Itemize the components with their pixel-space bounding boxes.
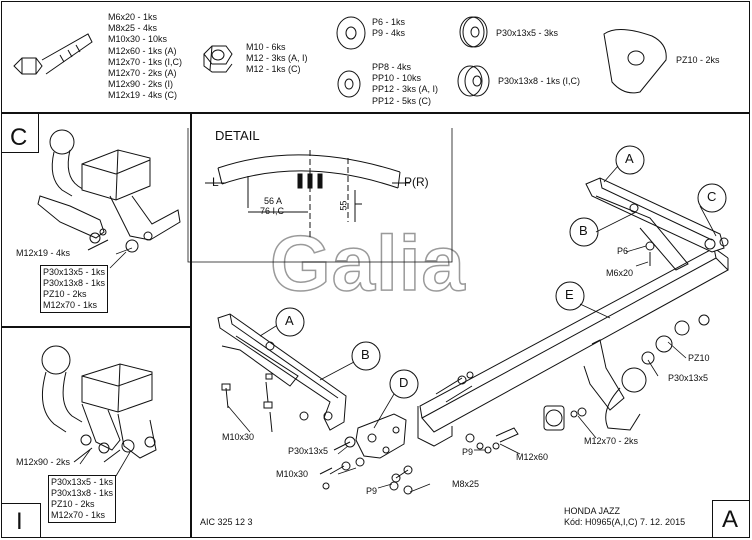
panel-c-letter: C <box>10 124 28 151</box>
label-m6x20: M6x20 <box>606 268 634 278</box>
label-m12x70: M12x70 - 2ks <box>584 436 639 446</box>
left-panel-split <box>2 326 191 328</box>
list-item: P30x13x5 - 1ks <box>43 267 106 277</box>
list-item: P30x13x8 - 1ks <box>51 488 114 498</box>
list-item: PP12 - 5ks (C) <box>372 95 432 106</box>
panel-i-parts-box: P30x13x5 - 1ks P30x13x8 - 1ks PZ10 - 2ks… <box>48 475 117 523</box>
label-p6: P6 <box>617 246 629 256</box>
footer-letter-box <box>712 500 749 501</box>
detail-title: DETAIL <box>215 128 260 143</box>
label-p30x13x5: P30x13x5 <box>668 373 709 383</box>
list-item: M12x70 - 1ks <box>51 510 106 520</box>
footer-code: Kód: H0965(A,I,C) 7. 12. 2015 <box>564 517 686 527</box>
list-item: M12x60 - 1ks (A) <box>108 45 177 56</box>
spacer-1-label: P30x13x5 - 3ks <box>496 28 559 38</box>
list-item: PP10 - 10ks <box>372 73 422 84</box>
bracket-d-artwork <box>319 413 413 495</box>
left-panel-divider <box>190 113 192 538</box>
label-p9-right: P9 <box>462 447 474 457</box>
panel-i-letter-box-side <box>40 503 41 538</box>
detail-right-label: P(R) <box>404 175 429 189</box>
callout-circle-artwork <box>275 145 727 399</box>
spacer-icon <box>457 16 490 97</box>
list-item: P9 - 4ks <box>372 28 406 39</box>
callout-d: D <box>399 375 409 390</box>
panel-c-letter-box <box>2 152 38 153</box>
callout-a-top: A <box>625 151 634 166</box>
callout-b-left: B <box>361 347 370 362</box>
list-item: PP12 - 3ks (A, I) <box>372 84 439 95</box>
label-p30x13x5-b: P30x13x5 <box>288 446 329 456</box>
footer-vehicle: HONDA JAZZ <box>564 506 621 516</box>
panel-c-artwork <box>37 129 181 253</box>
panel-i-letter-box <box>2 503 40 504</box>
panel-c-parts-box: P30x13x5 - 1ks P30x13x8 - 1ks PZ10 - 2ks… <box>40 265 109 313</box>
list-item: M12 - 1ks (C) <box>246 64 301 75</box>
label-m12x60: M12x60 <box>516 452 549 462</box>
pz-plate-label: PZ10 - 2ks <box>676 55 720 65</box>
list-item: M12x90 - 2ks (I) <box>108 79 174 90</box>
top-divider <box>2 112 749 114</box>
callout-c: C <box>707 189 717 204</box>
leader-lines <box>79 165 717 493</box>
detail-artwork <box>187 128 453 263</box>
label-pz10: PZ10 <box>688 353 710 363</box>
callout-a-left: A <box>285 313 294 328</box>
list-item: M10x30 - 10ks <box>108 34 168 45</box>
list-item: M12x70 - 1ks <box>43 300 98 310</box>
panel-i-letter: I <box>16 508 23 535</box>
bracket-a-artwork <box>217 313 347 433</box>
bolt-parts-list: M6x20 - 1ks M8x25 - 4ks M10x30 - 10ks M1… <box>108 12 182 102</box>
label-p9-left: P9 <box>366 486 378 496</box>
detail-left-label: L <box>212 175 219 189</box>
list-item: M10 - 6ks <box>246 42 286 52</box>
list-item: PP8 - 4ks <box>372 62 412 72</box>
washer-pp-list: PP8 - 4ks PP10 - 10ks PP12 - 3ks (A, I) … <box>372 62 438 107</box>
callout-b-top: B <box>579 223 588 238</box>
label-m10x30-b: M10x30 <box>276 469 309 479</box>
list-item: P30x13x8 - 1ks <box>43 278 106 288</box>
callout-e: E <box>565 287 574 302</box>
nut-icon <box>203 45 233 73</box>
nut-parts-list: M10 - 6ks M12 - 3ks (A, I) M12 - 1ks (C) <box>246 42 308 76</box>
galia-watermark: Galia <box>269 218 466 308</box>
pz-plate-icon <box>603 29 667 94</box>
detail-dim-a: 56 A <box>264 196 283 206</box>
crossbar-artwork <box>417 247 729 447</box>
crossbar-bolt-artwork <box>465 427 519 454</box>
detail-dim-vert: 55 <box>338 200 349 211</box>
list-item: P6 - 1ks <box>372 17 406 27</box>
bracket-c-artwork <box>585 177 729 271</box>
panel-c-bolt-label: M12x19 - 4ks <box>16 248 71 258</box>
list-item: M12x19 - 4ks (C) <box>108 90 178 101</box>
bolt-icon <box>13 33 93 75</box>
panel-i-artwork <box>41 345 157 463</box>
list-item: M8x25 - 4ks <box>108 23 158 34</box>
spacer-2-label: P30x13x8 - 1ks (I,C) <box>498 76 581 86</box>
footer-code-left: AIC 325 12 3 <box>200 517 253 527</box>
list-item: P30x13x5 - 1ks <box>51 477 114 487</box>
list-item: M12x70 - 2ks (A) <box>108 67 177 78</box>
list-item: M12 - 3ks (A, I) <box>246 53 308 64</box>
list-item: M12x70 - 1ks (I,C) <box>108 56 183 67</box>
panel-c-letter-box-side <box>38 113 39 153</box>
label-m8x25: M8x25 <box>452 479 480 489</box>
detail-dim-ic: 76 I,C <box>260 206 285 216</box>
panel-i-bolt-label: M12x90 - 2ks <box>16 457 71 467</box>
list-item: PZ10 - 2ks <box>51 499 95 509</box>
list-item: PZ10 - 2ks <box>43 289 87 299</box>
footer-letter: A <box>722 506 739 533</box>
washer-icon <box>336 16 366 98</box>
washer-p-list: P6 - 1ks P9 - 4ks <box>372 17 405 39</box>
footer-letter-box-side <box>712 500 713 538</box>
label-m10x30-a: M10x30 <box>222 432 255 442</box>
list-item: M6x20 - 1ks <box>108 12 158 22</box>
